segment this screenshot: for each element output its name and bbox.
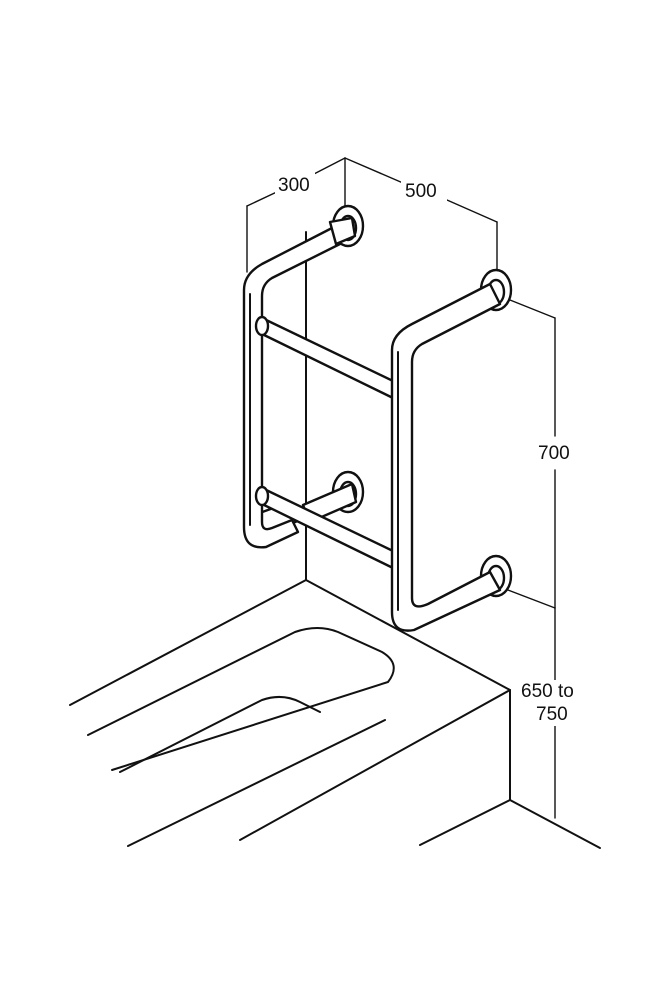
upper-wall-flange	[328, 204, 365, 248]
left-frame	[242, 226, 342, 549]
mounting-height-label-line2: 750	[536, 704, 568, 725]
height-dimension-label: 700	[538, 443, 570, 464]
depth-dimension-label: 300	[278, 175, 310, 196]
upper-crossbar	[254, 315, 395, 400]
dimension-labels: 300 500 700 650 to 750	[275, 172, 584, 726]
mounting-height-label-line1: 650 to	[521, 681, 574, 702]
right-frame	[390, 282, 502, 632]
bath-tub	[69, 579, 511, 847]
lower-wall-flange	[301, 470, 365, 524]
width-dimension-label: 500	[405, 181, 437, 202]
dimension-lines	[246, 157, 556, 819]
